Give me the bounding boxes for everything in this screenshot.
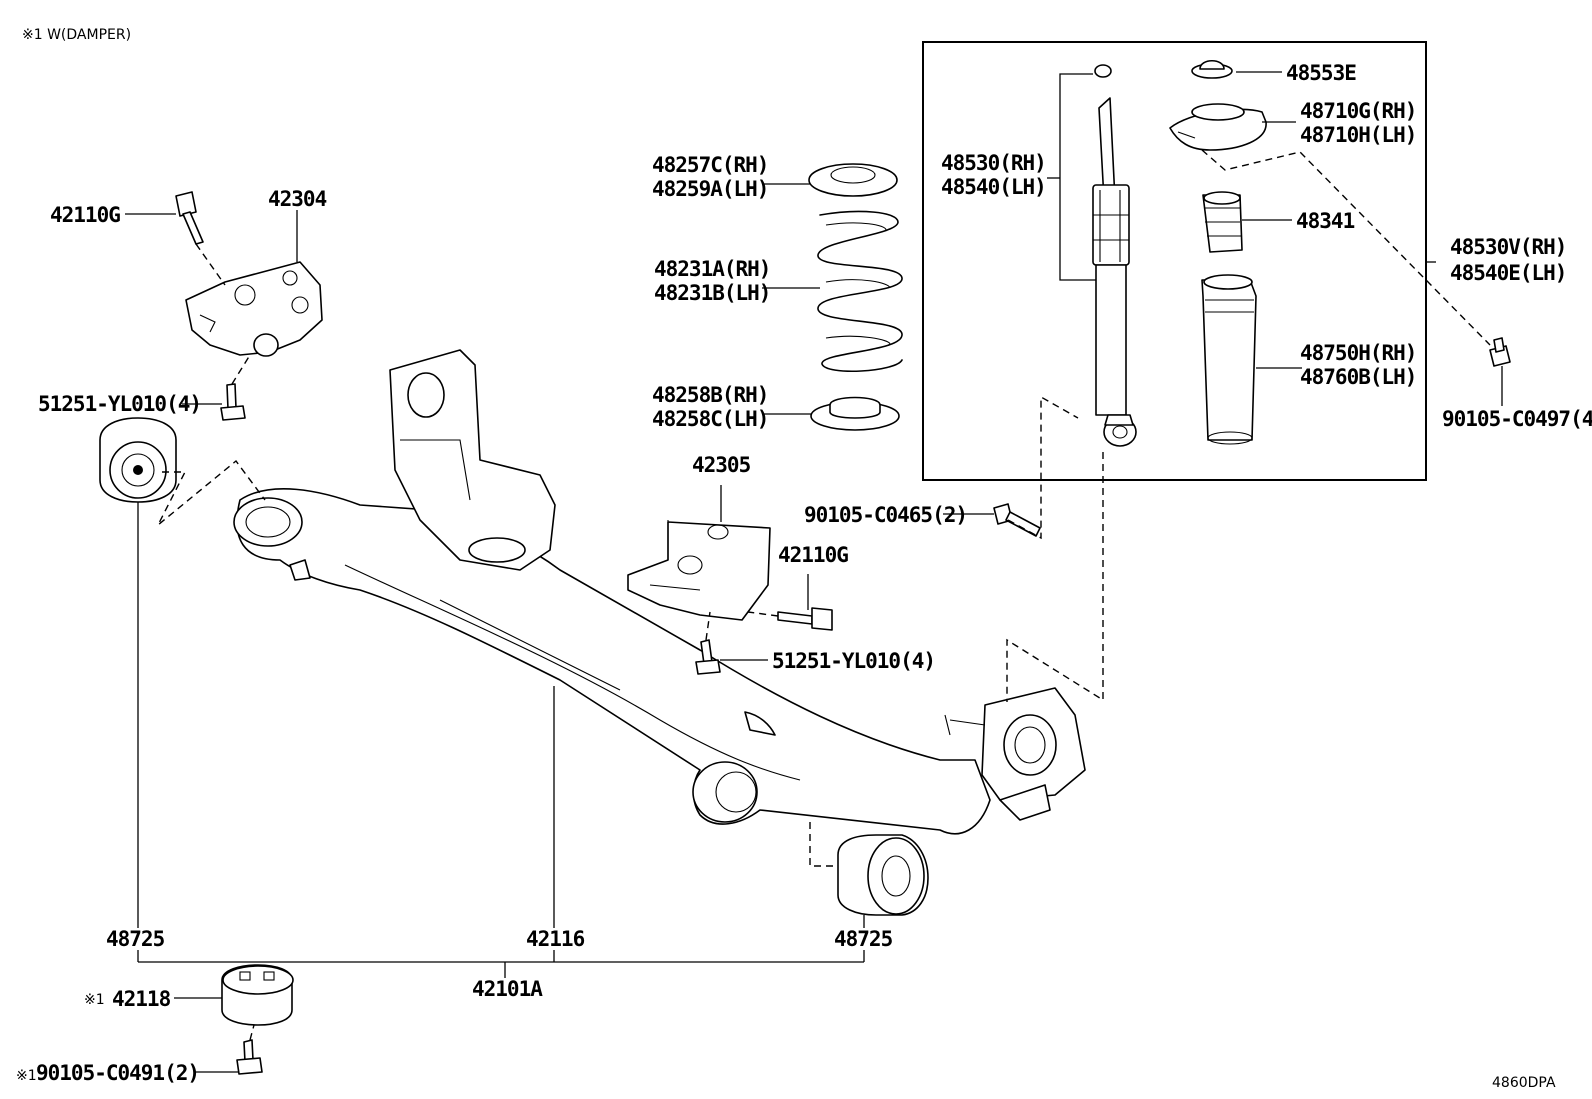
- label-48231a: 48231A(RH): [654, 257, 770, 281]
- spring-insulator-lower[interactable]: [810, 396, 900, 431]
- label-48710g: 48710G(RH): [1300, 99, 1416, 123]
- mark-90105-c0491: ※1: [16, 1068, 37, 1084]
- note-label: ※1 W(DAMPER): [22, 27, 131, 43]
- upper-support[interactable]: [1169, 103, 1267, 151]
- diagram-code: 4860DPA: [1492, 1075, 1556, 1091]
- label-48710h: 48710H(LH): [1300, 123, 1416, 147]
- bracket-42305[interactable]: [627, 520, 771, 621]
- mark-42118: ※1: [84, 992, 105, 1008]
- label-51251-left: 51251-YL010(4): [38, 392, 201, 416]
- bolt-90105-c0497[interactable]: [1489, 337, 1511, 367]
- label-90105-c0497: 90105-C0497(4): [1442, 407, 1592, 431]
- coil-spring[interactable]: [817, 210, 903, 373]
- spring-insulator-upper[interactable]: [808, 163, 898, 197]
- bolt-42110g-mid[interactable]: [777, 607, 833, 631]
- label-42110g-mid: 42110G: [778, 543, 848, 567]
- bushing-left[interactable]: [99, 417, 177, 503]
- label-48725-right: 48725: [834, 927, 893, 951]
- label-90105-c0491: 90105-C0491(2): [36, 1061, 199, 1085]
- label-48540e: 48540E(LH): [1450, 261, 1566, 285]
- label-42304: 42304: [268, 187, 327, 211]
- label-48725-left: 48725: [106, 927, 165, 951]
- label-42116: 42116: [526, 927, 585, 951]
- damper-42118[interactable]: [221, 964, 294, 1026]
- label-48760b: 48760B(LH): [1300, 365, 1416, 389]
- bushing-right[interactable]: [837, 834, 929, 916]
- bolt-42110g-top[interactable]: [175, 191, 204, 245]
- bolt-51251-left[interactable]: [220, 383, 246, 421]
- label-51251-mid: 51251-YL010(4): [772, 649, 935, 673]
- label-48530v: 48530V(RH): [1450, 235, 1566, 259]
- bound-bumper[interactable]: [1202, 191, 1243, 253]
- shock-absorber[interactable]: [1092, 97, 1137, 447]
- label-48341: 48341: [1296, 209, 1355, 233]
- label-48750h: 48750H(RH): [1300, 341, 1416, 365]
- label-48553e: 48553E: [1286, 61, 1356, 85]
- label-42118: 42118: [112, 987, 171, 1011]
- label-90105-c0465: 90105-C0465(2): [804, 503, 967, 527]
- bolt-51251-mid[interactable]: [695, 639, 721, 675]
- bolt-90105-c0465[interactable]: [993, 503, 1041, 537]
- bolt-90105-c0491[interactable]: [236, 1039, 263, 1075]
- label-48540: 48540(LH): [941, 175, 1046, 199]
- label-42110g-top: 42110G: [50, 203, 120, 227]
- shock-assembly-frame: [922, 41, 1427, 481]
- nut-top[interactable]: [1094, 64, 1112, 78]
- label-48257c: 48257C(RH): [652, 153, 768, 177]
- label-48530: 48530(RH): [941, 151, 1046, 175]
- rear-axle-beam[interactable]: [233, 349, 1086, 835]
- bracket-42304[interactable]: [185, 261, 323, 357]
- cap-48553e[interactable]: [1191, 59, 1233, 79]
- dust-boot[interactable]: [1201, 274, 1257, 445]
- label-48258b: 48258B(RH): [652, 383, 768, 407]
- label-42101a: 42101A: [472, 977, 543, 1001]
- label-48258c: 48258C(LH): [652, 407, 768, 431]
- label-42305: 42305: [692, 453, 751, 477]
- label-48231b: 48231B(LH): [654, 281, 770, 305]
- label-48259a: 48259A(LH): [652, 177, 768, 201]
